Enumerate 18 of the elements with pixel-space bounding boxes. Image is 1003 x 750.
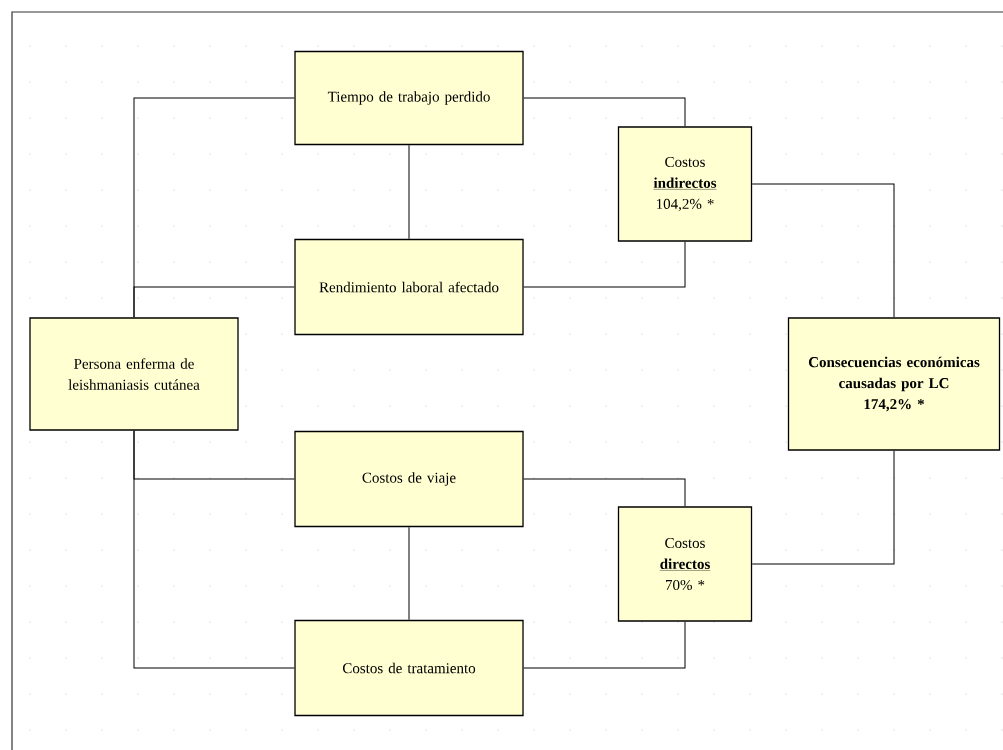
connector-line (408, 144, 410, 240)
process-box: Persona enferma de leishmaniasis cutánea (29, 317, 239, 431)
cost-box: Costos directos 70% * (617, 506, 753, 622)
process-box: Costos de tratamiento (294, 619, 524, 717)
connector-line (408, 526, 410, 621)
cost-box: Consecuencias económicas causadas por LC 174,2% * (787, 317, 1001, 451)
connector-line (523, 478, 686, 507)
connector-line (133, 430, 295, 669)
process-box: Rendimiento laboral afectado (294, 238, 524, 336)
connector-line (523, 97, 686, 127)
process-box: Costos de viaje (294, 430, 524, 528)
process-box: Tiempo de trabajo perdido (294, 50, 524, 146)
connector-line (751, 450, 895, 565)
connector-line (523, 621, 686, 669)
connector-line (523, 241, 686, 288)
cost-box: Costos indirectos 104,2% * (617, 126, 753, 242)
connector-line (751, 183, 895, 318)
connector-line (133, 286, 295, 318)
